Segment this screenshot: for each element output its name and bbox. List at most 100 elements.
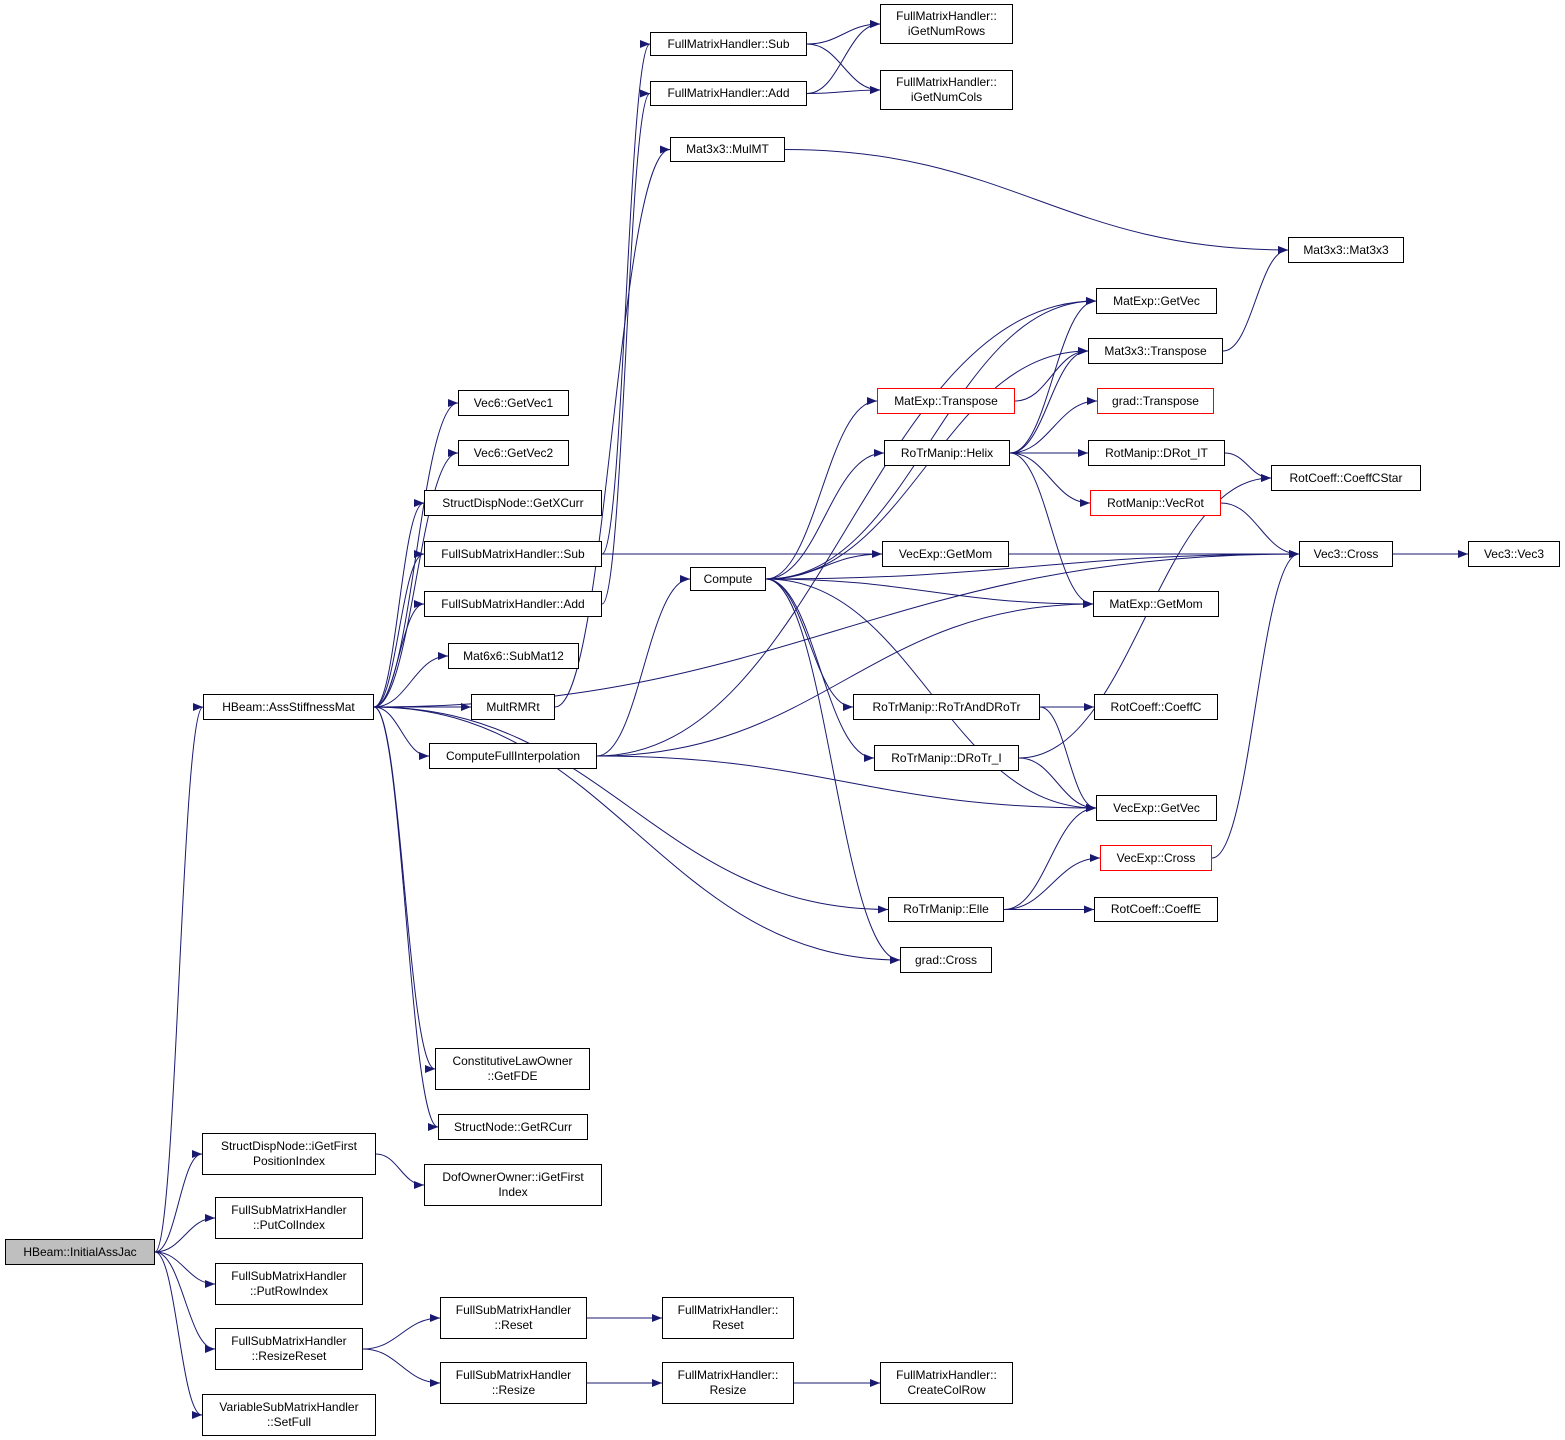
edge-matExpTranspose-to-mat3x3Transpose [1014,347,1089,402]
node-structnode-getrcurr[interactable]: StructNode::GetRCurr [438,1114,588,1140]
node-rotcoeff-coeffc[interactable]: RotCoeff::CoeffC [1094,694,1218,720]
node-vecexp-cross[interactable]: VecExp::Cross [1100,845,1212,871]
node-vec3-vec3[interactable]: Vec3::Vec3 [1468,541,1560,567]
edge-fmhAdd-to-iGetNumCols [806,86,881,95]
edge-fmhAdd-to-iGetNumRows [806,20,881,94]
edge-computeFullInterpolation-to-vecExpGetVec [596,755,1097,812]
node-matexp-getmom[interactable]: MatExp::GetMom [1093,591,1219,617]
edge-assStiffnessMat-to-fsmhSub [373,550,425,708]
edge-assStiffnessMat-to-getFDE [373,706,436,1073]
node-fullmatrixhandler-igetnumrows[interactable]: FullMatrixHandler:: iGetNumRows [880,4,1013,44]
node-rotrmanip-helix[interactable]: RoTrManip::Helix [884,440,1010,466]
node-mat6x6-submat12[interactable]: Mat6x6::SubMat12 [448,643,579,669]
edge-compute-to-helix [765,449,885,580]
node-fullsubmatrixhandler-resizereset[interactable]: FullSubMatrixHandler ::ResizeReset [215,1328,363,1370]
node-grad-transpose[interactable]: grad::Transpose [1097,388,1214,414]
edge-assStiffnessMat-to-fsmhAdd [373,600,425,708]
edge-assStiffnessMat-to-computeFullInterpolation [373,706,430,760]
node-dofownerowner-igetfirstindex[interactable]: DofOwnerOwner::iGetFirst Index [424,1164,602,1206]
edge-roTrAndDRoTr-to-vecExpGetVec [1039,706,1097,812]
node-rotrmanip-rotranddrotr[interactable]: RoTrManip::RoTrAndDRoTr [853,694,1040,720]
node-rotcoeff-coeffe[interactable]: RotCoeff::CoeffE [1094,897,1218,922]
node-grad-cross[interactable]: grad::Cross [900,947,992,973]
node-structdispnode-igetfirstpositionindex[interactable]: StructDispNode::iGetFirst PositionIndex [202,1133,376,1175]
edge-helix-to-vecRot [1009,452,1091,507]
edge-compute-to-matExpTranspose [765,397,878,580]
node-variablesubmatrixhandler-setfull[interactable]: VariableSubMatrixHandler ::SetFull [202,1394,376,1436]
edge-initialAssJac-to-putRowIndex [154,1251,216,1288]
node-rotrmanip-drotr-i[interactable]: RoTrManip::DRoTr_I [874,745,1019,771]
node-matexp-transpose[interactable]: MatExp::Transpose [877,388,1015,414]
node-fullmatrixhandler-add[interactable]: FullMatrixHandler::Add [650,81,807,106]
node-fullsubmatrixhandler-putcolindex[interactable]: FullSubMatrixHandler ::PutColIndex [215,1197,363,1239]
node-matexp-getvec[interactable]: MatExp::GetVec [1096,288,1217,314]
node-compute[interactable]: Compute [690,567,766,591]
edge-multRMRt-to-mulMT [554,145,671,708]
edge-initialAssJac-to-iGetFirstPositionIndex [154,1150,203,1253]
node-constitutivelawowner-getfde[interactable]: ConstitutiveLawOwner ::GetFDE [435,1048,590,1090]
node-fullsubmatrixhandler-resize[interactable]: FullSubMatrixHandler ::Resize [440,1362,587,1404]
node-multrmrt[interactable]: MultRMRt [471,694,555,720]
node-vecexp-getmom[interactable]: VecExp::GetMom [882,541,1009,567]
node-fullsubmatrixhandler-sub[interactable]: FullSubMatrixHandler::Sub [424,541,602,567]
edge-compute-to-vecExpGetVec [765,578,1097,812]
node-fullsubmatrixhandler-putrowindex[interactable]: FullSubMatrixHandler ::PutRowIndex [215,1263,363,1305]
node-hbeam-initialassjac[interactable]: HBeam::InitialAssJac [5,1239,155,1265]
edge-assStiffnessMat-to-vec3Cross [373,550,1300,708]
edge-elle-to-vecExpCross [1003,854,1101,910]
node-fullmatrixhandler-sub[interactable]: FullMatrixHandler::Sub [650,32,807,56]
edge-fsmhSub-to-fmhSub [601,40,651,555]
edge-fsmhAdd-to-fmhAdd [601,89,651,605]
edge-initialAssJac-to-putColIndex [154,1214,216,1253]
node-fullsubmatrixhandler-reset[interactable]: FullSubMatrixHandler ::Reset [440,1297,587,1339]
edge-mulMT-to-mat3x3Ctor [784,149,1289,254]
node-vec3-cross[interactable]: Vec3::Cross [1299,541,1393,567]
edge-compute-to-roTrAndDRoTr [765,578,854,711]
edge-helix-to-gradTranspose [1009,397,1098,454]
node-rotmanip-drot-it[interactable]: RotManip::DRot_IT [1088,440,1225,466]
node-fullmatrixhandler-reset[interactable]: FullMatrixHandler:: Reset [662,1297,794,1339]
edge-helix-to-matExpGetMom [1009,452,1094,608]
node-rotcoeff-coeffcstar[interactable]: RotCoeff::CoeffCStar [1271,465,1421,491]
edge-vecRot-to-vec3Cross [1220,502,1300,558]
edge-elle-to-vecExpGetVec [1003,804,1097,910]
node-vec6-getvec2[interactable]: Vec6::GetVec2 [458,440,569,466]
edge-dRoTrI-to-coeffCStar [1018,474,1272,759]
edge-computeFullInterpolation-to-matExpGetVec [596,297,1097,757]
edge-helix-to-mat3x3Transpose [1009,347,1089,454]
node-hbeam-assstiffnessmat[interactable]: HBeam::AssStiffnessMat [203,694,374,720]
edge-computeFullInterpolation-to-compute [596,575,691,757]
edge-compute-to-dRoTrI [765,578,875,762]
node-mat3x3-transpose[interactable]: Mat3x3::Transpose [1088,338,1223,364]
node-mat3x3-mulmt[interactable]: Mat3x3::MulMT [670,137,785,162]
edge-assStiffnessMat-to-getXCurr [373,499,425,708]
node-vecexp-getvec[interactable]: VecExp::GetVec [1096,795,1217,821]
edge-compute-to-vec3Cross [765,550,1300,580]
node-vec6-getvec1[interactable]: Vec6::GetVec1 [458,390,569,416]
node-fullmatrixhandler-igetnumcols[interactable]: FullMatrixHandler:: iGetNumCols [880,70,1013,110]
node-fullmatrixhandler-createcolrow[interactable]: FullMatrixHandler:: CreateColRow [880,1362,1013,1404]
edge-vecExpCross-to-vec3Cross [1211,550,1300,859]
edge-helix-to-matExpGetVec [1009,297,1097,454]
node-rotrmanip-elle[interactable]: RoTrManip::Elle [888,897,1004,922]
edge-computeFullInterpolation-to-matExpGetMom [596,600,1094,757]
edge-assStiffnessMat-to-gradCross [373,706,901,964]
node-fullsubmatrixhandler-add[interactable]: FullSubMatrixHandler::Add [424,591,602,617]
edge-assStiffnessMat-to-elle [373,706,889,914]
node-rotmanip-vecrot[interactable]: RotManip::VecRot [1090,490,1221,516]
node-computefullinterpolation[interactable]: ComputeFullInterpolation [429,743,597,769]
node-fullmatrixhandler-resize[interactable]: FullMatrixHandler:: Resize [662,1362,794,1404]
edge-initialAssJac-to-assStiffnessMat [154,703,204,1253]
edge-iGetFirstPositionIndex-to-dofIGetFirstIndex [375,1153,425,1189]
edge-initialAssJac-to-resizeReset [154,1251,216,1353]
edge-resizeReset-to-fsmhReset [362,1314,441,1350]
node-structdispnode-getxcurr[interactable]: StructDispNode::GetXCurr [424,490,602,516]
edge-compute-to-matExpGetMom [765,578,1094,608]
edge-dRotIT-to-coeffCStar [1224,452,1272,482]
edge-assStiffnessMat-to-subMat12 [373,652,449,708]
edge-dRoTrI-to-vecExpGetVec [1018,757,1097,812]
node-mat3x3-mat3x3[interactable]: Mat3x3::Mat3x3 [1288,237,1404,263]
edge-mat3x3Transpose-to-mat3x3Ctor [1222,246,1289,352]
